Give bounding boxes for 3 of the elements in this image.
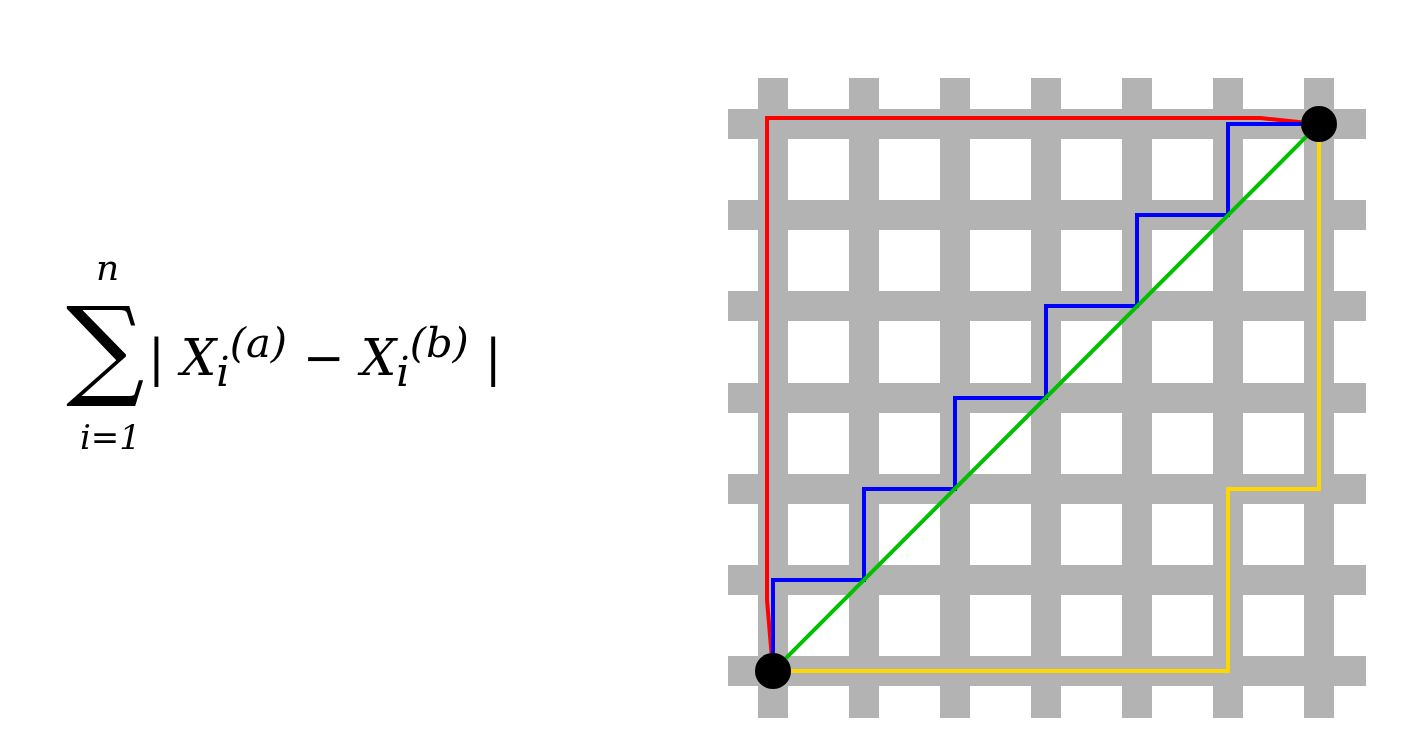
- upper-limit: n: [96, 250, 120, 286]
- formula-term: | X$_{i}$$^{(a)}$ − X$_{i}$$^{(b)}$ |: [148, 322, 502, 393]
- lower-limit: i=1: [80, 420, 141, 454]
